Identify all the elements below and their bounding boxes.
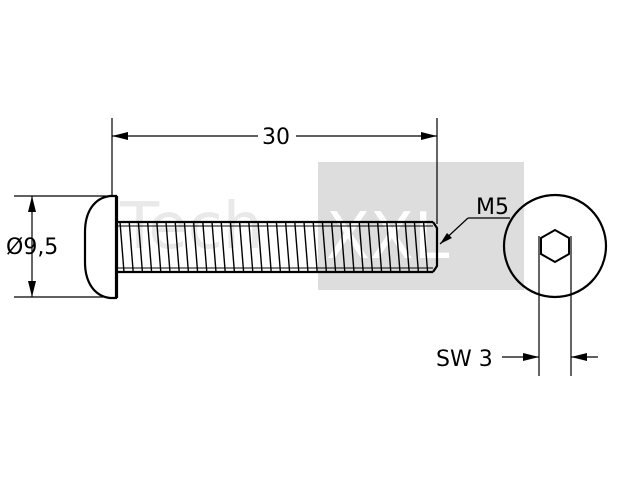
thread-line — [284, 221, 291, 273]
thread-line — [146, 221, 153, 273]
arrowhead-bottom — [28, 281, 36, 297]
thread-line — [413, 221, 420, 273]
length-label: 30 — [262, 125, 290, 150]
thread-line — [192, 221, 199, 273]
thread-line — [303, 221, 309, 273]
head-diameter-dimension — [14, 195, 106, 298]
screw-shank — [117, 220, 439, 274]
thread-line — [183, 221, 190, 273]
thread-line — [422, 221, 429, 273]
thread-line — [137, 221, 144, 273]
hex-socket-icon — [540, 228, 570, 264]
shank-chamfer-end — [432, 221, 439, 273]
thread-line — [238, 221, 245, 273]
thread-line — [312, 221, 318, 273]
thread-line — [376, 221, 383, 273]
thread-line — [395, 221, 401, 273]
thread-line — [156, 221, 162, 273]
length-dimension — [111, 118, 438, 224]
thread-line — [165, 221, 171, 273]
arrowhead-top — [28, 196, 36, 212]
thread-line — [275, 221, 282, 273]
thread-line — [128, 221, 134, 273]
thread-line — [257, 221, 263, 273]
thread-line — [404, 221, 410, 273]
arrowhead-left — [112, 132, 128, 140]
thread-line — [119, 221, 125, 273]
thread-line — [386, 221, 392, 273]
screw-head — [83, 194, 119, 300]
watermark-text-left: Tech — [119, 190, 263, 264]
thread-line — [349, 221, 355, 273]
head-diameter-label: Ø9,5 — [6, 235, 58, 260]
callout-arrowhead — [440, 233, 452, 244]
sw-arrowhead-left — [523, 353, 539, 361]
end-view-circle — [502, 193, 608, 299]
end-view — [502, 193, 608, 376]
thread-line — [340, 221, 346, 273]
screw-head-outline — [83, 194, 118, 300]
thread-line — [211, 221, 217, 273]
thread-line — [174, 221, 180, 273]
thread-callout — [439, 217, 510, 245]
thread-line — [358, 221, 364, 273]
thread-line — [220, 221, 226, 273]
wrench-size-label: SW 3 — [436, 347, 493, 372]
thread-line — [367, 221, 374, 273]
arrowhead-right — [421, 132, 437, 140]
thread-line — [330, 221, 337, 273]
thread-line — [266, 221, 272, 273]
thread-line — [321, 221, 328, 273]
sw-arrowhead-right — [571, 353, 587, 361]
thread-line — [294, 221, 300, 273]
thread-lines — [119, 221, 429, 273]
thread-label: M5 — [476, 195, 509, 220]
thread-line — [248, 221, 254, 273]
thread-line — [202, 221, 208, 273]
thread-line — [229, 221, 236, 273]
